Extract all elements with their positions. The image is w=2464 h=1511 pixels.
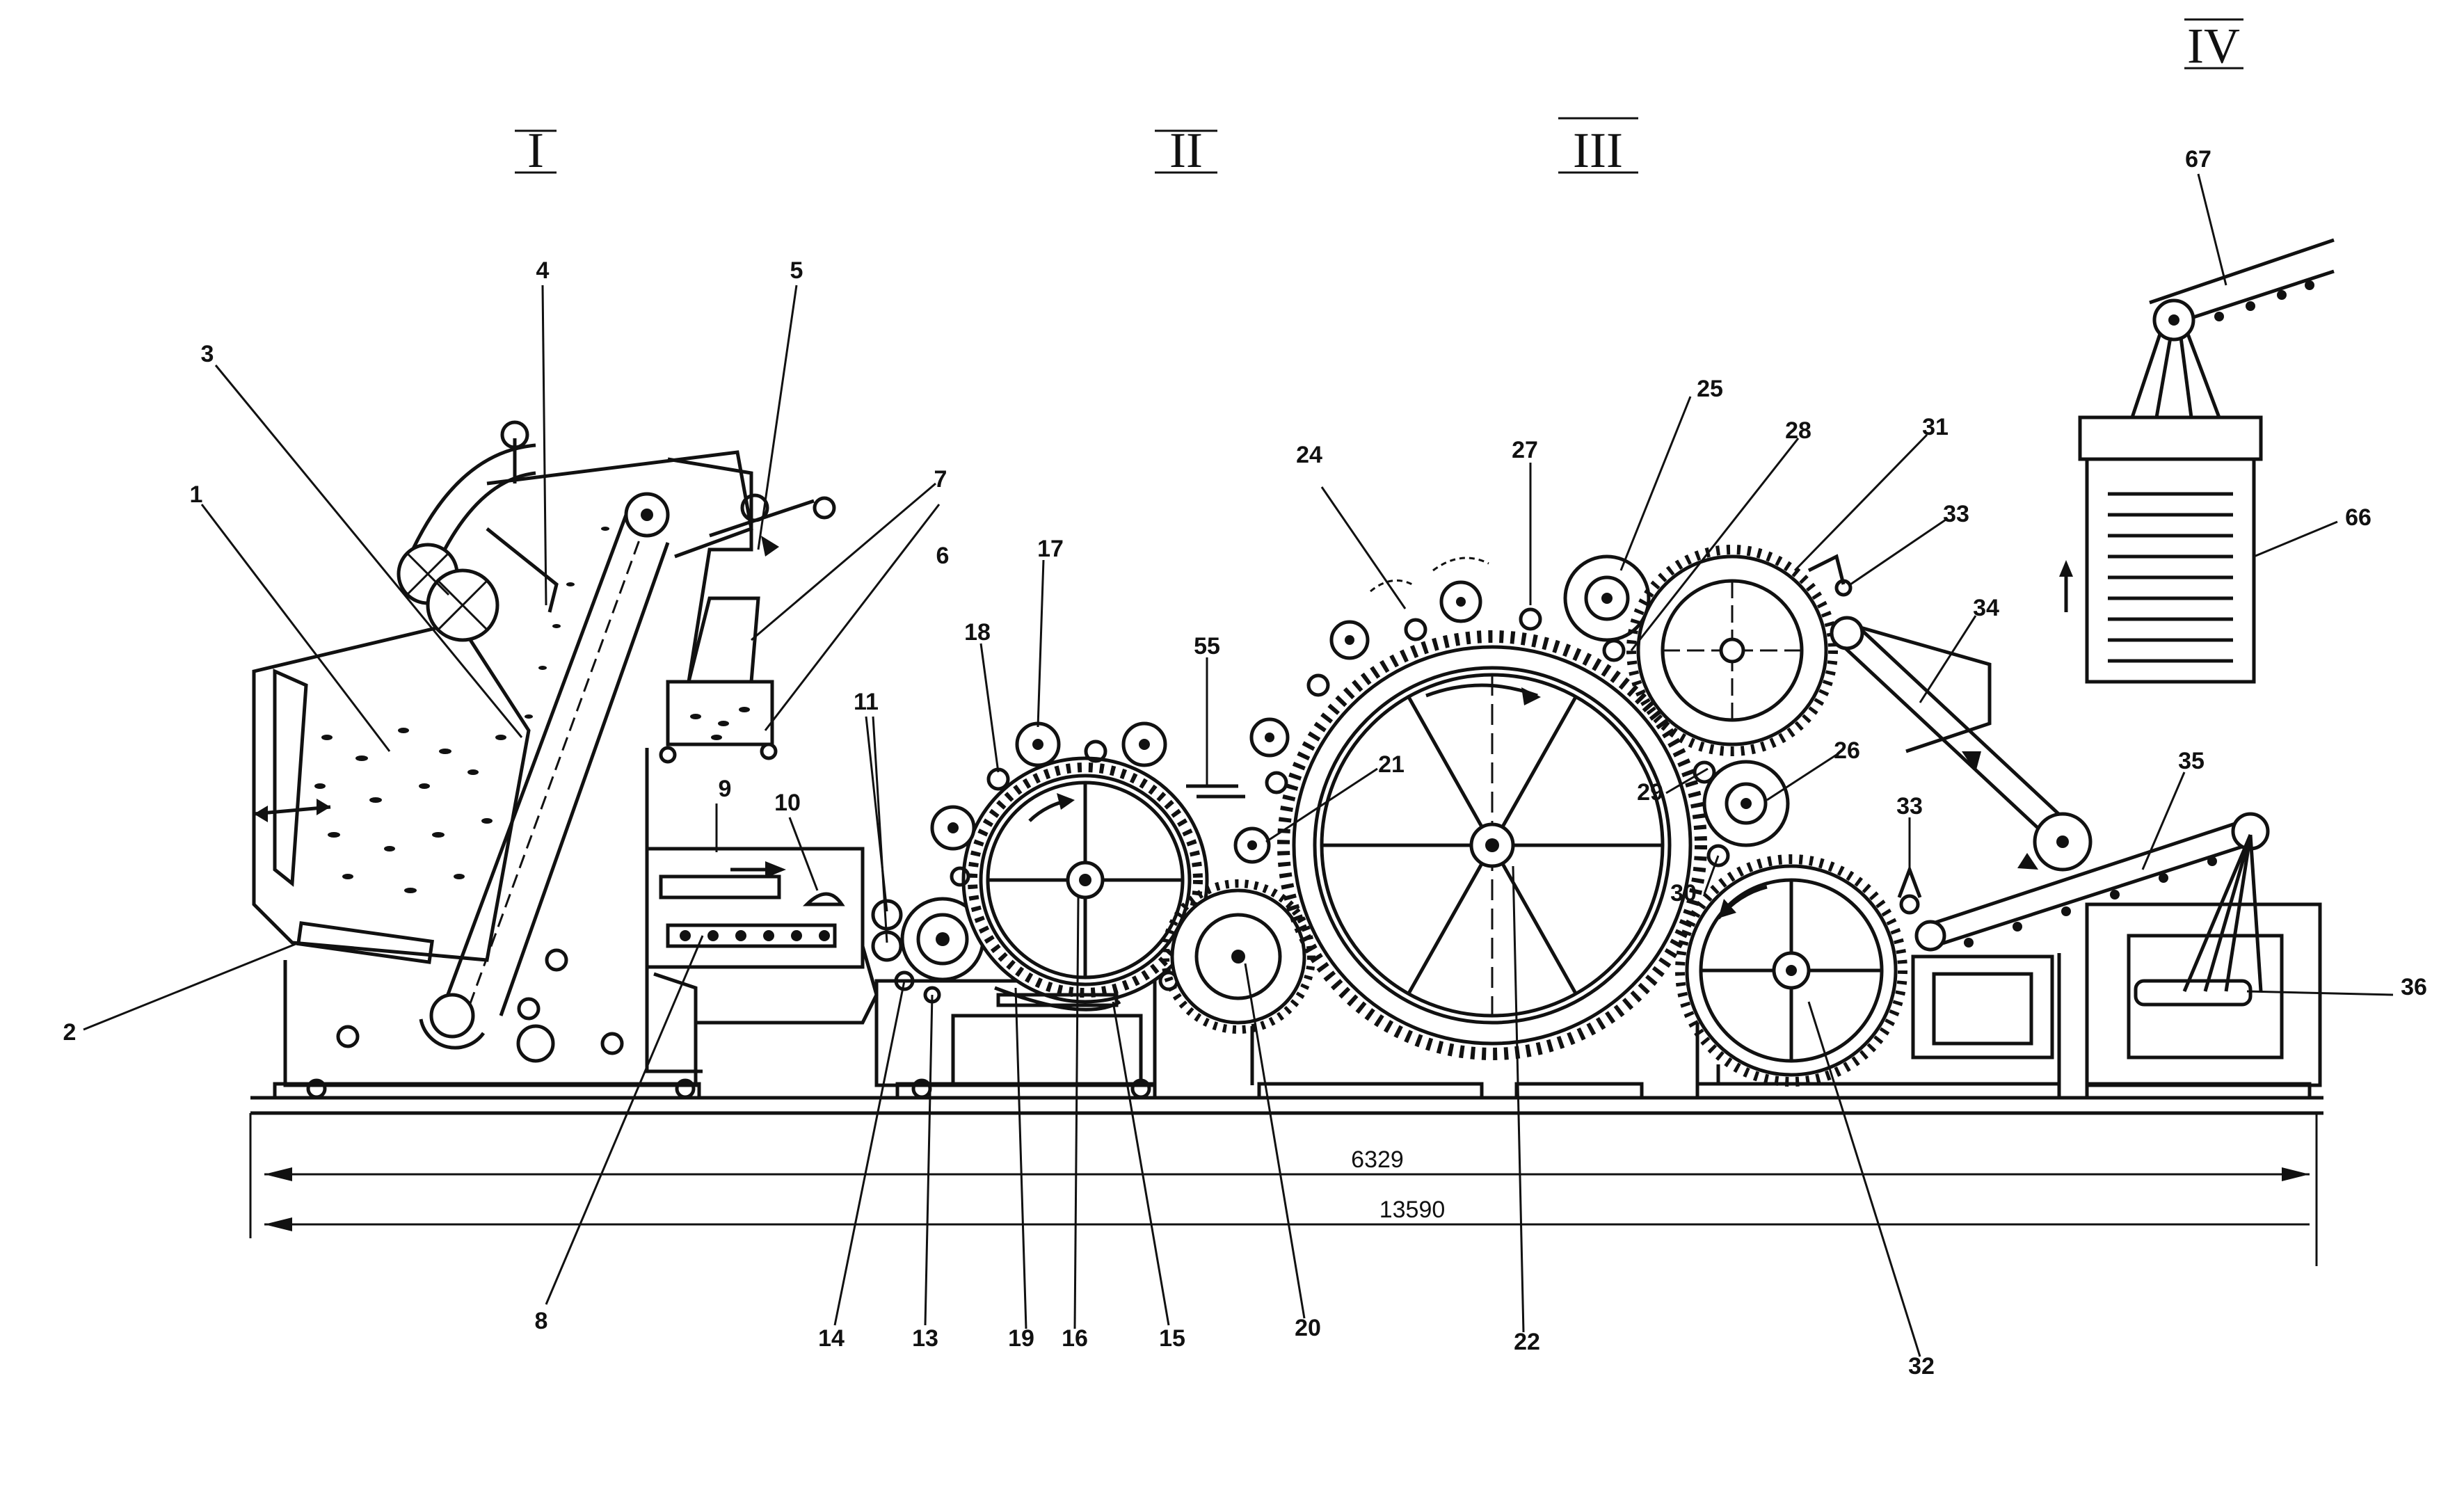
part-label: 10 (774, 790, 801, 816)
can-unit (2059, 238, 2335, 684)
section-label-2: II (1169, 122, 1203, 178)
part-label: 13 (912, 1325, 938, 1352)
part-label: 31 (1922, 414, 1949, 440)
part-label: 15 (1159, 1325, 1185, 1352)
part-label: 3 (201, 341, 214, 367)
section-label-4: IV (2187, 18, 2240, 74)
dimension-13590: 13590 (1379, 1197, 1446, 1223)
hopper-feeder (252, 420, 879, 1087)
part-label: 33 (1943, 501, 1969, 527)
part-label: 36 (2401, 974, 2427, 1000)
part-label: 28 (1785, 417, 1811, 444)
part-label: 34 (1973, 595, 1999, 621)
part-label: 9 (719, 776, 732, 802)
part-label: 4 (536, 257, 550, 284)
part-label: 1 (190, 481, 203, 508)
dimension-6329: 6329 (1351, 1146, 1404, 1173)
part-label: 55 (1194, 633, 1220, 659)
carding-unit (1161, 545, 2322, 1087)
part-label: 16 (1062, 1325, 1088, 1352)
part-label: 6 (936, 543, 950, 569)
part-label: 30 (1670, 880, 1697, 906)
part-label: 32 (1908, 1353, 1935, 1380)
part-label: 11 (854, 689, 879, 715)
part-label: 5 (790, 257, 803, 284)
part-label: 27 (1512, 437, 1538, 463)
part-label: 17 (1037, 536, 1064, 562)
part-label: 14 (818, 1325, 845, 1352)
part-label: 22 (1514, 1329, 1540, 1355)
part-label: 35 (2178, 748, 2205, 774)
part-label: 2 (63, 1019, 77, 1046)
part-label: 20 (1295, 1315, 1321, 1341)
section-headings: I II III IV (515, 18, 2243, 178)
part-label: 33 (1896, 793, 1923, 820)
part-label: 26 (1834, 737, 1860, 764)
part-label: 18 (964, 619, 991, 646)
dimension-lines: 6329 13590 (249, 1113, 2318, 1266)
part-labels: 1 2 3 4 5 6 7 8 9 10 11 13 14 15 16 17 1… (63, 146, 2427, 1380)
part-label: 25 (1697, 376, 1723, 402)
part-label: 21 (1378, 751, 1405, 778)
part-label: 8 (535, 1308, 548, 1334)
section-label-1: I (527, 122, 544, 178)
part-label: 24 (1296, 442, 1322, 468)
part-label: 29 (1637, 779, 1663, 806)
part-label: 67 (2185, 146, 2211, 173)
part-label: 19 (1008, 1325, 1034, 1352)
part-label: 7 (934, 466, 947, 493)
section-label-3: III (1573, 122, 1623, 178)
leader-lines (83, 173, 2394, 1357)
part-label: 66 (2345, 504, 2371, 531)
pre-opening-unit (871, 721, 1245, 1087)
